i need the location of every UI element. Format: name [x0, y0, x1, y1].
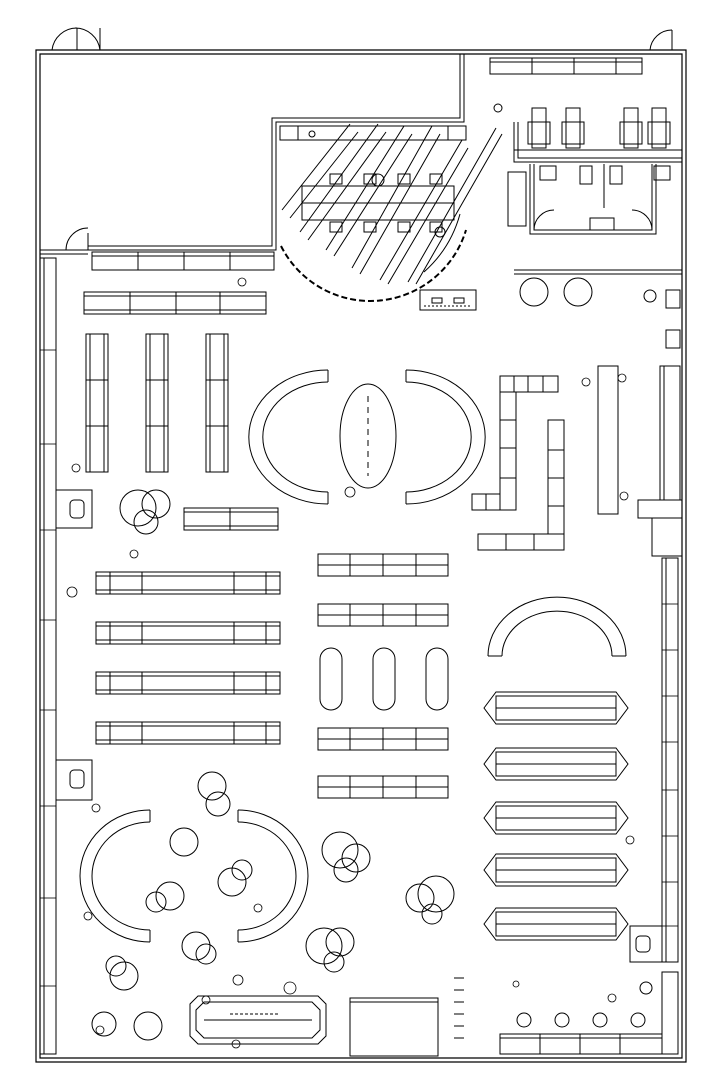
- bottom-right-bar: [500, 972, 678, 1054]
- small-gondola: [184, 508, 278, 530]
- top-gondola: [84, 292, 266, 314]
- entrance-markers: [454, 978, 464, 1038]
- fitting-cabinet: [350, 998, 438, 1056]
- salon-chairs: [528, 108, 670, 148]
- people-figures: [67, 278, 634, 1048]
- round-tables-lower: [92, 772, 454, 1040]
- checkout-counter: [190, 996, 326, 1044]
- restrooms: [508, 164, 670, 234]
- left-wall-shelving: [40, 258, 92, 1054]
- beauty-bar: [280, 124, 502, 301]
- right-wall-shelving: [630, 558, 678, 962]
- stock-room: [40, 54, 464, 254]
- lounge-chairs: [520, 278, 656, 306]
- round-tables-left-upper: [120, 490, 170, 534]
- center-oval-display: [249, 370, 485, 504]
- register-desk: [420, 290, 476, 310]
- horizontal-gondolas: [96, 572, 280, 744]
- center-table-racks: [318, 554, 448, 798]
- vertical-gondolas: [86, 334, 228, 472]
- right-wall-display: [598, 290, 682, 556]
- capsule-displays: [320, 648, 448, 710]
- right-arc-display: [488, 597, 626, 656]
- top-entrance-doors: [52, 28, 672, 50]
- beauty-bar-stools: [330, 174, 442, 232]
- right-l-shelving: [472, 376, 564, 550]
- right-clothing-racks: [484, 692, 628, 940]
- bottom-circular-display: [80, 810, 308, 942]
- outer-walls: [36, 50, 686, 1062]
- salon-area: [490, 58, 682, 162]
- stock-wall-shelf: [92, 252, 274, 270]
